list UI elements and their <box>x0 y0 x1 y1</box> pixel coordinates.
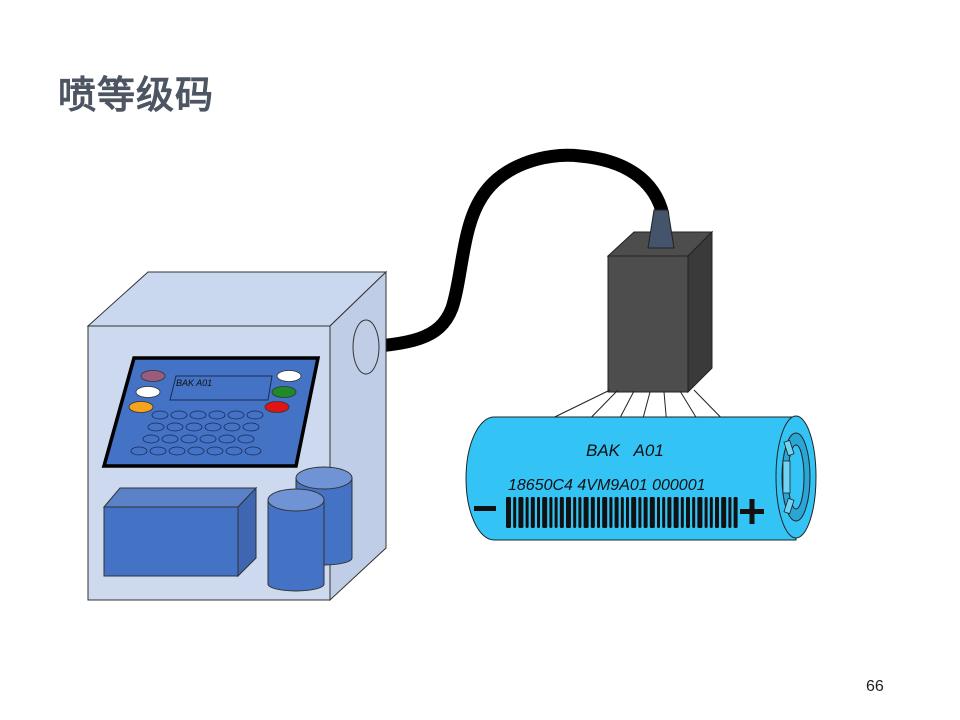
barcode-bar <box>614 497 619 528</box>
keypad-key[interactable] <box>237 434 255 444</box>
battery-body <box>465 416 797 541</box>
barcode-bar <box>590 497 595 528</box>
keypad-key[interactable] <box>227 410 245 420</box>
keypad-key[interactable] <box>166 422 184 432</box>
keypad-key[interactable] <box>223 422 241 432</box>
barcode-bar <box>549 497 553 528</box>
keypad-key[interactable] <box>130 446 148 456</box>
keypad-key[interactable] <box>180 434 198 444</box>
print-head-side <box>687 230 713 394</box>
panel-button-purple[interactable] <box>140 370 166 382</box>
keypad-key[interactable] <box>206 446 224 456</box>
panel-button-white-left[interactable] <box>135 386 161 398</box>
keypad-key[interactable] <box>170 410 188 420</box>
barcode-bar <box>709 497 713 528</box>
barcode-bar <box>525 497 529 528</box>
panel-button-green[interactable] <box>271 386 297 398</box>
barcode-bar <box>733 497 738 528</box>
display-text: BAK A01 <box>176 378 212 388</box>
barcode-bar <box>643 497 648 528</box>
panel-button-orange[interactable] <box>128 401 154 413</box>
barcode-bar <box>506 497 511 528</box>
keypad-key[interactable] <box>168 446 186 456</box>
barcode-bar <box>631 497 637 528</box>
keypad-key[interactable] <box>208 410 226 420</box>
keypad-key[interactable] <box>149 446 167 456</box>
barcode-bar <box>513 497 517 528</box>
barcode-bar <box>673 497 679 528</box>
ink-tank-top <box>102 487 258 508</box>
keypad-key[interactable] <box>218 434 236 444</box>
barcode-bar <box>578 497 582 528</box>
barcode-bar <box>680 497 684 528</box>
keypad-key[interactable] <box>185 422 203 432</box>
keypad-key[interactable] <box>142 434 160 444</box>
barcode-bar <box>566 497 571 528</box>
barcode-bar <box>537 497 540 528</box>
keypad-key[interactable] <box>244 446 262 456</box>
keypad-key[interactable] <box>246 410 264 420</box>
keypad-key[interactable] <box>147 422 165 432</box>
battery-plus-sign <box>740 499 764 524</box>
barcode-bar <box>554 497 558 528</box>
barcode-bar <box>697 497 703 528</box>
barcode-bar <box>638 497 642 528</box>
barcode-bar <box>597 497 600 528</box>
barcode-bar <box>518 497 524 528</box>
barcode-bar <box>530 497 535 528</box>
ink-tank-front <box>103 506 239 577</box>
print-head-front <box>607 255 689 393</box>
battery-18650: BAK A01 18650C4 4VM9A01 000001 <box>465 415 817 541</box>
panel-button-white-right[interactable] <box>276 370 302 382</box>
keypad-key[interactable] <box>187 446 205 456</box>
solvent-cylinder-front <box>267 488 325 592</box>
print-head <box>606 209 714 394</box>
keypad-key[interactable] <box>242 422 260 432</box>
keypad-key[interactable] <box>161 434 179 444</box>
page-number: 66 <box>866 678 884 695</box>
barcode-bar <box>626 497 629 528</box>
inkjet-printer: BAK A01 <box>86 270 388 602</box>
display-screen <box>169 375 273 401</box>
barcode-bar <box>559 497 564 528</box>
battery-barcode <box>506 497 738 528</box>
cable-port <box>352 319 380 375</box>
barcode-bar <box>657 497 660 528</box>
keypad-key[interactable] <box>199 434 217 444</box>
keypad-key[interactable] <box>225 446 243 456</box>
keypad-key[interactable] <box>151 410 169 420</box>
panel-button-red[interactable] <box>264 401 290 413</box>
barcode-bar <box>542 497 548 528</box>
slide-title: 喷等级码 <box>58 73 215 117</box>
keypad-key[interactable] <box>204 422 222 432</box>
barcode-bar <box>662 497 666 528</box>
battery-grade-code: BAK A01 <box>586 441 664 460</box>
cable-connector <box>647 209 675 249</box>
ink-cable <box>353 148 670 355</box>
barcode-bar <box>704 497 708 528</box>
barcode-bar <box>692 497 696 528</box>
barcode-bar <box>573 497 577 528</box>
barcode-bar <box>620 497 624 528</box>
barcode-bar <box>583 497 589 528</box>
keypad-key[interactable] <box>189 410 207 420</box>
barcode-bar <box>686 497 690 528</box>
battery-serial-code: 18650C4 4VM9A01 000001 <box>508 477 706 494</box>
barcode-bar <box>649 497 655 528</box>
barcode-bar <box>721 497 727 528</box>
barcode-bar <box>728 497 732 528</box>
keypad-keys[interactable] <box>130 410 264 456</box>
barcode-bar <box>602 497 608 528</box>
barcode-bar <box>609 497 613 528</box>
barcode-bar <box>715 497 719 528</box>
battery-minus-sign <box>474 506 496 511</box>
barcode-bar <box>667 497 672 528</box>
